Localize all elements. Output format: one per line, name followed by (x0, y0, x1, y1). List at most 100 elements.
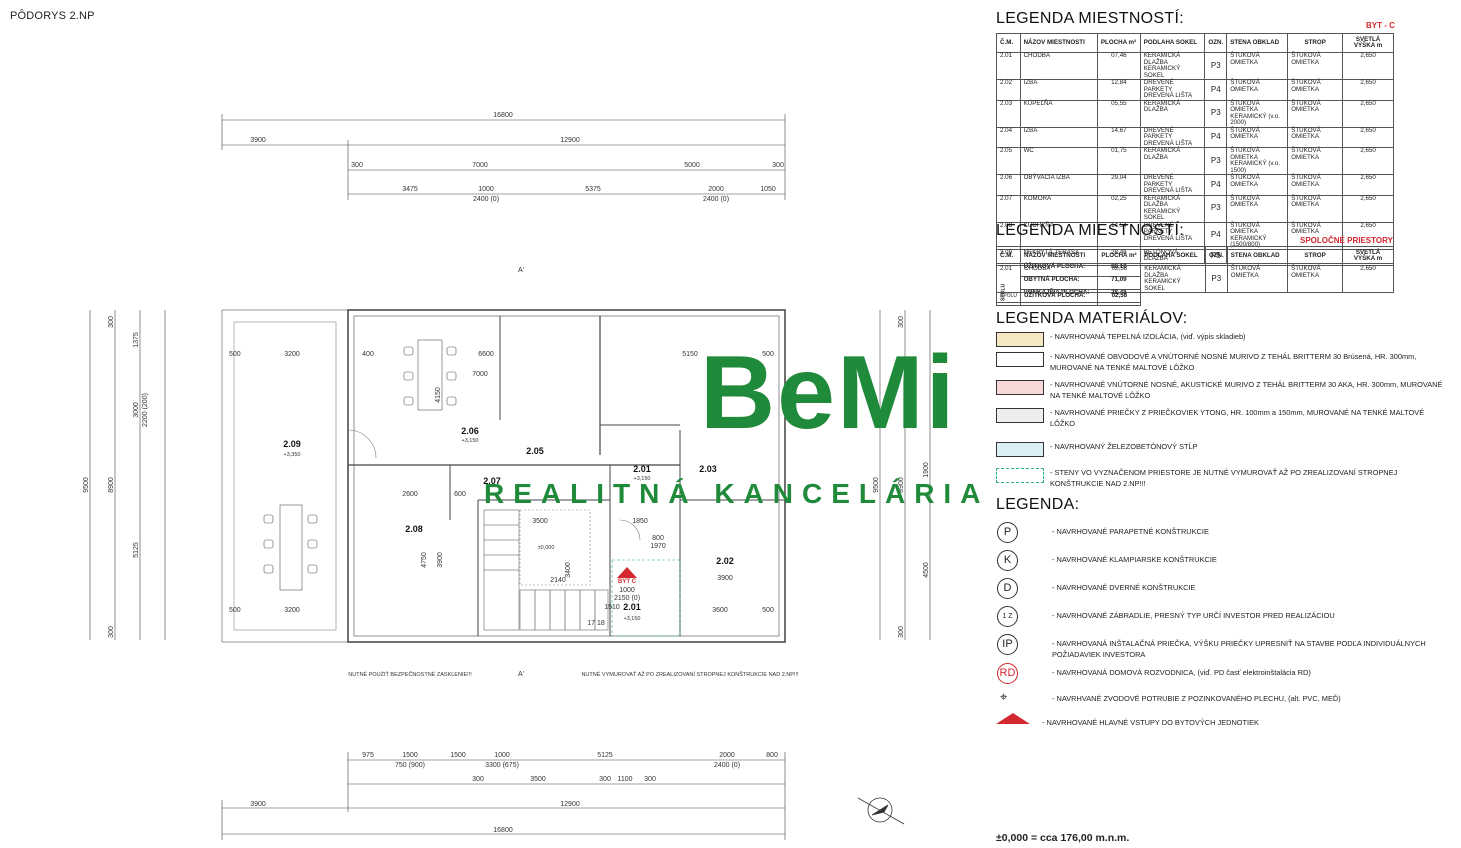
inner-dim: 800 (652, 535, 664, 542)
col-header: STENA OBKLAD (1226, 246, 1289, 266)
dim-bot-r2: 300 (472, 776, 484, 783)
inner-dim: 3200 (284, 351, 300, 358)
legend-text: - NAVRHOVANÉ KLAMPIARSKE KONŠTRUKCIE (1052, 555, 1217, 564)
inner-dim: 500 (762, 607, 774, 614)
room-label: 2.05 (526, 446, 544, 456)
dim-top-r4: 2000 (708, 186, 724, 193)
table-row: 2.01 CHODBA 02,58 KERAMICKÁ DLAŽBA KERAM… (996, 265, 1394, 293)
note-right: NUTNÉ VYMUROVAŤ AŽ PO ZREALIZOVANÍ STROP… (581, 670, 799, 678)
dim-bot-r1: 5125 (597, 752, 613, 759)
zero-level: ±0,000 (538, 545, 555, 551)
material-swatch (996, 408, 1044, 423)
dim-top-r4: 3475 (402, 186, 418, 193)
byt-label: BYT C (618, 579, 637, 585)
dim-top-r3: 300 (351, 162, 363, 169)
dim-top-r4-sub: 2400 (0) (703, 196, 729, 203)
room-level: +3,350 (284, 452, 301, 458)
dim-top-r3: 7000 (472, 162, 488, 169)
room-table-common: Č.M. NÁZOV MIESTNOSTI PLOCHA m² PODLAHA … (996, 246, 1394, 306)
dim-left-e: 300 (108, 316, 115, 328)
col-header: SVETLÁ VÝŠKA m (1342, 246, 1394, 266)
inner-dim: 500 (762, 351, 774, 358)
dim-left-total: 9500 (83, 477, 90, 493)
entry-triangle-icon (996, 713, 1030, 724)
north-arrow-icon (857, 797, 905, 825)
col-header: PLOCHA m² (1097, 246, 1142, 266)
col-header: OZN. (1204, 246, 1228, 266)
room-label: 2.07 (483, 476, 501, 486)
legend-text: - NAVRHVANÉ ZVODOVÉ POTRUBIE Z POZINKOVA… (1052, 694, 1341, 703)
inner-dim: 3500 (532, 518, 548, 525)
legend-text: - NAVRHOVANÉ HLAVNÉ VSTUPY DO BYTOVÝCH J… (1042, 718, 1259, 727)
inner-dim: 500 (229, 607, 241, 614)
dim-top-r4-sub: 2400 (0) (473, 196, 499, 203)
material-text: - NAVRHOVANÁ TEPELNÁ IZOLÁCIA, (viď. výp… (1050, 332, 1246, 341)
room-label: 2.02 (716, 556, 734, 566)
room-label: 2.03 (699, 464, 717, 474)
dim-top-right: 12900 (560, 137, 580, 144)
dim-left-b: 3000 (133, 402, 140, 418)
dim-left-f: 300 (108, 626, 115, 638)
dim-left-c: 1375 (133, 332, 140, 348)
inner-dim: 17 18 (587, 620, 605, 627)
legend-symbol-icon: 1 Z (997, 606, 1018, 627)
dim-right-d: 300 (898, 316, 905, 328)
col-header: PODLAHA SOKEL (1139, 33, 1206, 53)
sum-row: SPOLU ÚŽITKOVÁ PLOCHA: 02,58 (996, 292, 1394, 306)
inner-dim: 600 (454, 491, 466, 498)
dim-bot-left: 3900 (250, 801, 266, 808)
room-label: 2.01 (633, 464, 651, 474)
downpipe-icon: ⌖ (1000, 689, 1008, 704)
dim-top-left: 3900 (250, 137, 266, 144)
inner-dim: 2150 (0) (614, 595, 640, 602)
legend-symbol-icon: K (997, 550, 1018, 571)
legend-common-tag: SPOLOČNÉ PRIESTORY (1300, 236, 1393, 245)
watermark-logo: BeMi (700, 335, 957, 451)
col-header: Č.M. (996, 33, 1021, 53)
plan-title: PÔDORYS 2.NP (10, 10, 95, 22)
dim-top-overall: 16800 (493, 112, 513, 119)
dim-bot-r2: 300 (644, 776, 656, 783)
dim-right-b: 1900 (923, 462, 930, 478)
legend-text: - NAVRHOVANÁ INŠTALAČNÁ PRIEČKA, VÝŠKU P… (1052, 639, 1426, 659)
legend-text: - NAVRHOVANÉ PARAPETNÉ KONŠTRUKCIE (1052, 527, 1209, 536)
dim-bot-right: 12900 (560, 801, 580, 808)
section-mark: A' (518, 267, 524, 274)
inner-dim: 7000 (472, 371, 488, 378)
room-level: +3,150 (462, 438, 479, 444)
legend-heading: LEGENDA: (996, 496, 1080, 513)
dim-bot-r1: 1500 (450, 752, 466, 759)
inner-dim: 4150 (435, 387, 442, 403)
dim-left-b-sub: 2200 (200) (142, 393, 149, 427)
inner-dim: 3900 (437, 552, 444, 568)
material-text: - NAVRHOVANÉ VNÚTORNÉ NOSNÉ, AKUSTICKÉ M… (1050, 380, 1443, 400)
dim-left-a: 8900 (108, 477, 115, 493)
dim-bot-r1: 800 (766, 752, 778, 759)
dim-bot-r2: 1100 (617, 776, 632, 783)
dim-bot-r2: 300 (599, 776, 611, 783)
material-swatch (996, 380, 1044, 395)
col-header: STROP (1287, 33, 1344, 53)
inner-dim: 6600 (478, 351, 494, 358)
elevation-note: ±0,000 = cca 176,00 m.n.m. (996, 832, 1130, 844)
inner-dim: 3200 (284, 607, 300, 614)
col-header: PODLAHA SOKEL (1140, 246, 1206, 266)
material-text: - STENY VO VYZNAČENOM PRIESTORE JE NUTNÉ… (1050, 468, 1398, 488)
dim-bot-r1-sub: 2400 (0) (714, 762, 740, 769)
dim-top-r4: 1050 (760, 186, 776, 193)
dim-bot-overall: 16800 (493, 827, 513, 834)
legend-symbol-icon: IP (997, 634, 1018, 655)
col-header: PLOCHA m² (1096, 33, 1141, 53)
legend-byt-heading: LEGENDA MIESTNOSTÍ: (996, 10, 1184, 27)
legend-symbol-icon: P (997, 522, 1018, 543)
watermark-subtitle: REALITNÁ KANCELÁRIA (484, 478, 990, 509)
inner-dim: 2140 (550, 577, 566, 584)
room-label: 2.09 (283, 439, 301, 449)
material-text: - NAVRHOVANÝ ŽELEZOBETÓNOVÝ STĹP (1050, 442, 1198, 451)
inner-dim: 3900 (717, 575, 733, 582)
